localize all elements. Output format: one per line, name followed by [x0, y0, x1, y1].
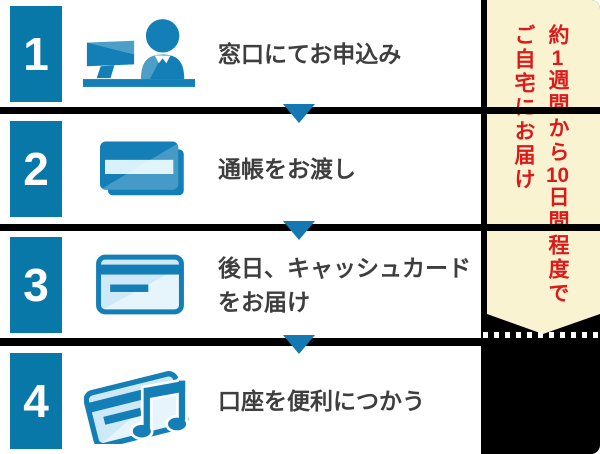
- step-label: 通帳をお渡し: [218, 152, 482, 186]
- step-icon-wrap: [62, 17, 218, 90]
- step-number: 1: [23, 27, 49, 80]
- step-label-line: 後日、キャッシュカード: [218, 254, 471, 281]
- step-label: 口座を便利につかう: [218, 384, 482, 418]
- step-label-line: をお届け: [218, 288, 310, 315]
- step-label-line: 口座を便利につかう: [218, 387, 425, 414]
- down-arrow-icon: [283, 104, 315, 123]
- step-icon-wrap: [62, 138, 218, 200]
- counter-clerk-icon: [82, 19, 196, 87]
- ribbon-line-1: 約1週間から10日間程度で: [545, 24, 570, 306]
- step-number: 3: [23, 258, 49, 311]
- step-icon-wrap: [62, 253, 218, 316]
- step-label-line: 窓口にてお申込み: [218, 40, 402, 67]
- step-label-line: 通帳をお渡し: [218, 156, 356, 182]
- delivery-ribbon: 約1週間から10日間程度で ご自宅にお届け: [487, 0, 600, 334]
- step-number: 4: [23, 374, 49, 427]
- passbook-icon: [100, 141, 187, 198]
- step-number-badge: 1: [10, 5, 62, 102]
- step-number-badge: 4: [10, 352, 62, 449]
- step-row-2: 2 通帳をお渡し: [0, 114, 482, 224]
- ribbon-line-2: ご自宅にお届け: [506, 24, 540, 324]
- step-row-1: 1 窓口にてお申込み: [0, 0, 482, 107]
- step-number-badge: 2: [10, 121, 62, 217]
- ribbon-text: 約1週間から10日間程度で ご自宅にお届け: [506, 24, 574, 324]
- cash-card-icon: [96, 254, 184, 315]
- step-number: 2: [23, 143, 49, 195]
- down-arrow-icon: [283, 221, 315, 240]
- step-number-badge: 3: [10, 236, 62, 333]
- step-label: 窓口にてお申込み: [218, 37, 482, 71]
- down-arrow-icon: [283, 335, 315, 354]
- card-music-note-icon: [84, 371, 189, 444]
- step-icon-wrap: [62, 357, 218, 444]
- step-row-4: 4: [0, 347, 482, 454]
- step-row-3: 3 後日、キャッシュカード をお届け: [0, 231, 482, 338]
- dotted-line: [483, 332, 600, 338]
- step-label: 後日、キャッシュカード をお届け: [218, 251, 482, 319]
